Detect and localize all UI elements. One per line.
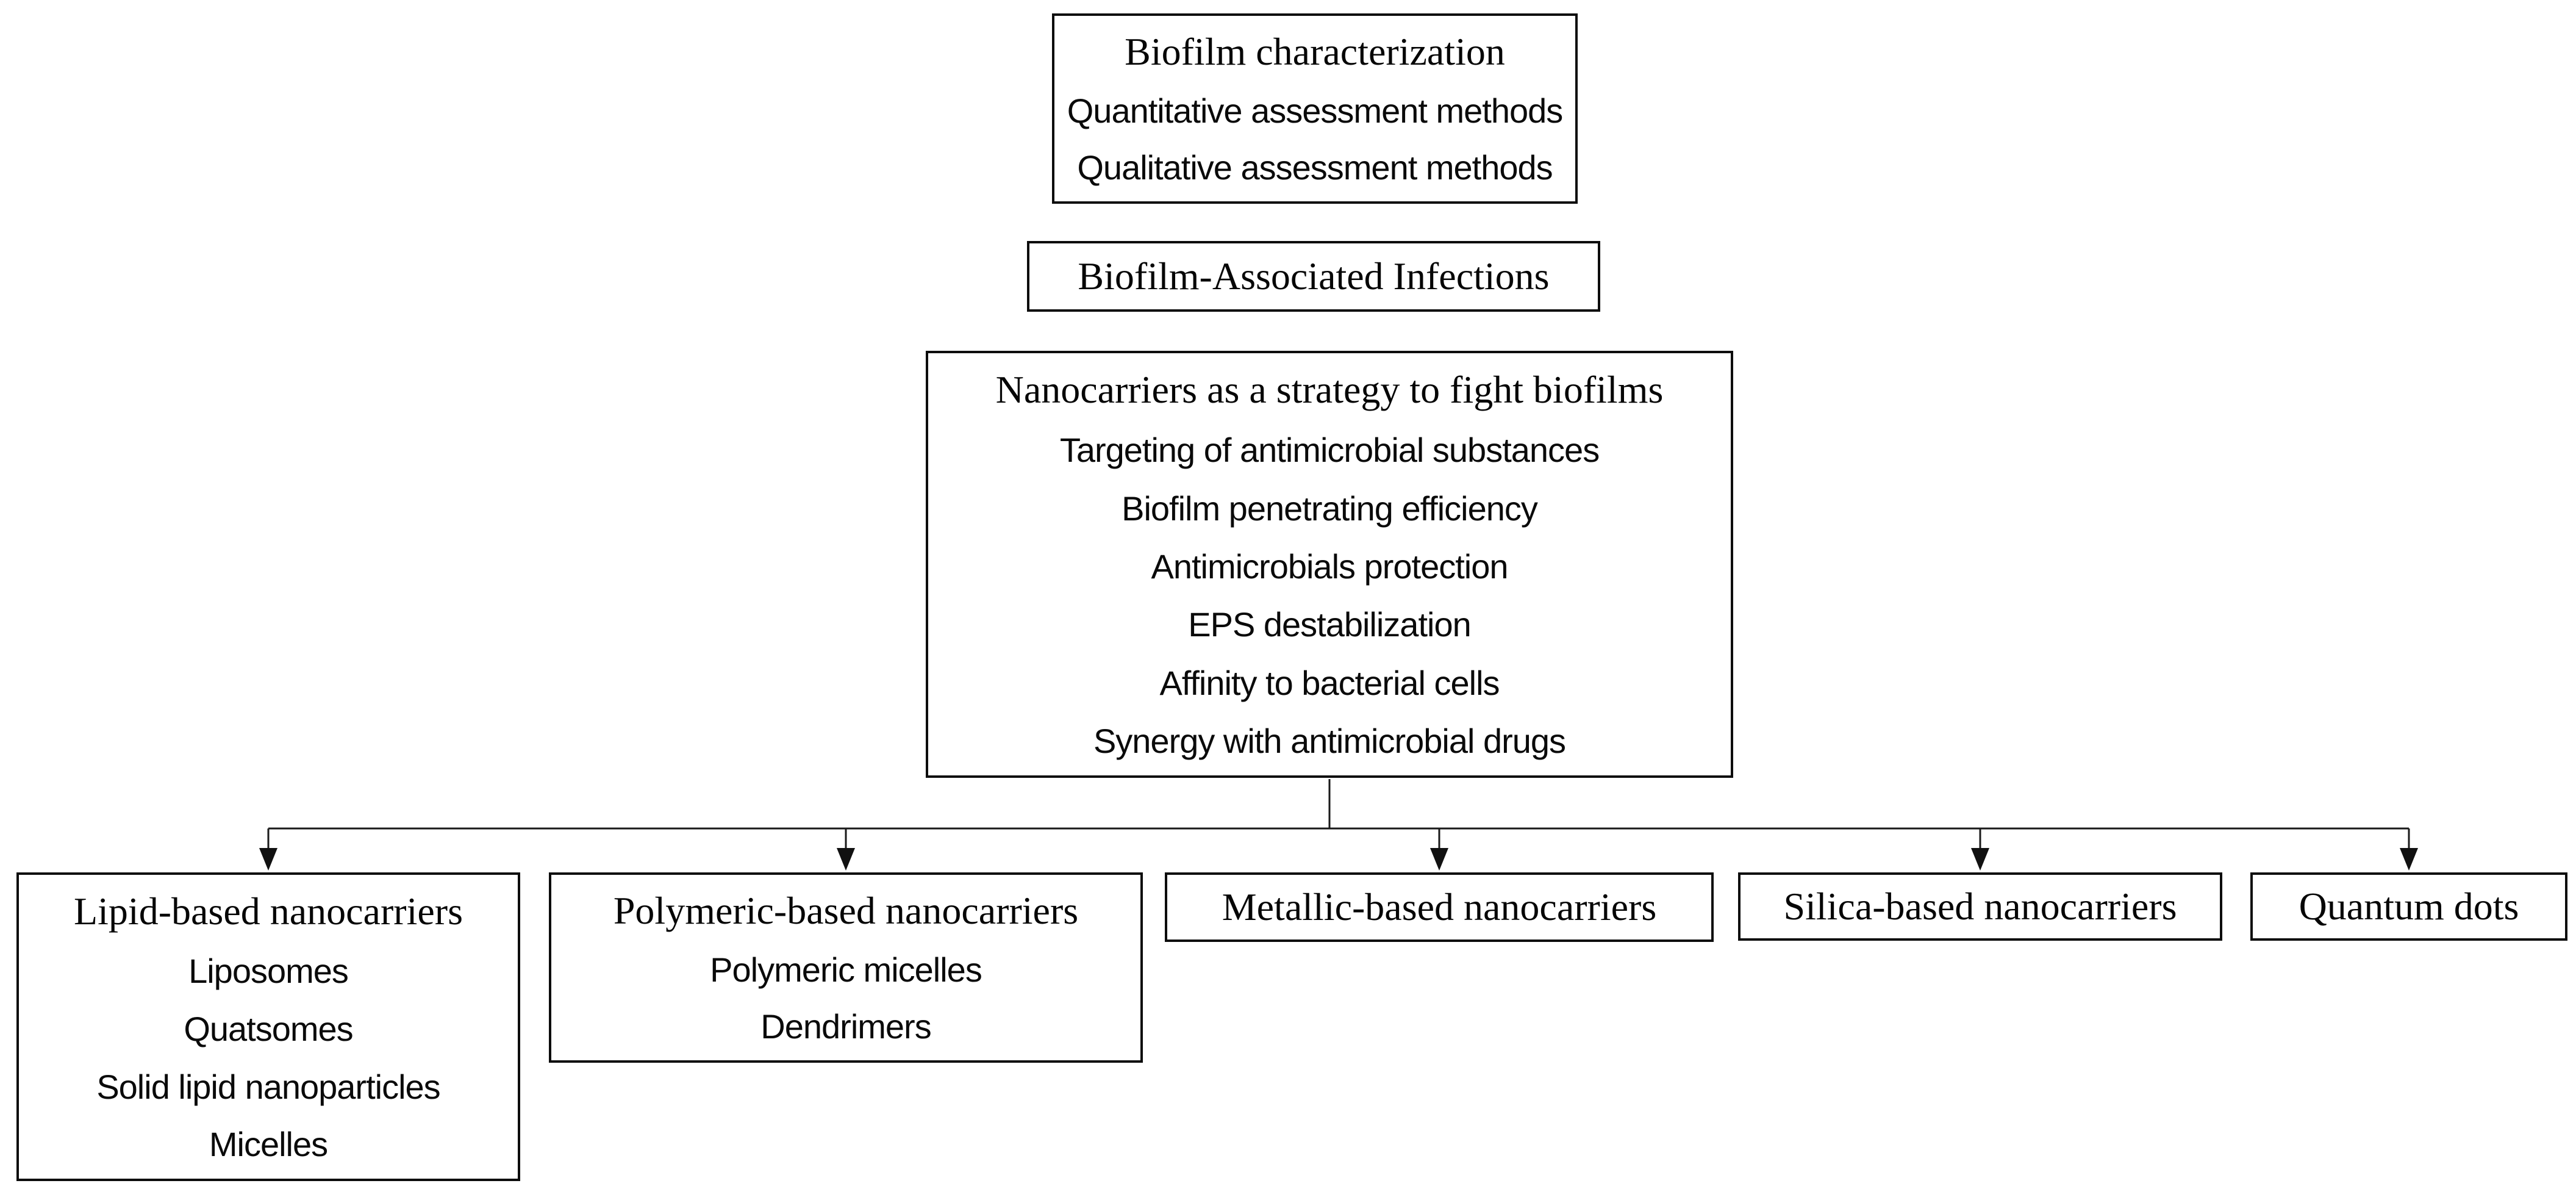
box-biofilm-characterization: Biofilm characterization Quantitative as… [1052,13,1578,204]
box-metallic-based-nanocarriers: Metallic-based nanocarriers [1165,872,1714,942]
box-item: EPS destabilization [1188,605,1472,644]
down-arrowhead-icon [1430,848,1448,871]
box-item: Polymeric micelles [710,950,982,990]
box-quantum-dots: Quantum dots [2250,872,2567,941]
box-title: Polymeric-based nanocarriers [613,889,1079,933]
down-arrowhead-icon [2400,848,2418,871]
box-title: Biofilm-Associated Infections [1078,254,1550,298]
box-item: Micelles [209,1125,328,1164]
box-item: Solid lipid nanoparticles [96,1067,440,1106]
box-title: Biofilm characterization [1125,30,1505,74]
box-item: Synergy with antimicrobial drugs [1093,722,1566,761]
box-title: Nanocarriers as a strategy to fight biof… [995,368,1664,412]
box-title: Silica-based nanocarriers [1783,885,2177,929]
down-arrow [1430,828,1448,871]
down-arrow [2400,828,2418,871]
box-biofilm-associated-infections: Biofilm-Associated Infections [1027,241,1600,312]
down-arrow [837,828,855,871]
down-arrowhead-icon [259,848,277,871]
box-item: Antimicrobials protection [1151,547,1508,586]
box-title: Metallic-based nanocarriers [1222,885,1657,929]
down-arrowhead-icon [1971,848,1989,871]
box-item: Liposomes [188,952,349,991]
box-item: Quatsomes [184,1010,353,1049]
box-item: Targeting of antimicrobial substances [1059,431,1600,470]
down-arrow [259,828,277,871]
down-arrowhead-icon [837,848,855,871]
box-nanocarriers-strategy: Nanocarriers as a strategy to fight biof… [926,351,1733,778]
box-title: Quantum dots [2299,885,2519,929]
box-item: Biofilm penetrating efficiency [1122,489,1538,528]
box-polymeric-based-nanocarriers: Polymeric-based nanocarriers Polymeric m… [549,872,1143,1063]
box-lipid-based-nanocarriers: Lipid-based nanocarriers Liposomes Quats… [16,872,520,1181]
box-item: Affinity to bacterial cells [1159,663,1500,702]
box-item: Qualitative assessment methods [1077,148,1553,187]
box-silica-based-nanocarriers: Silica-based nanocarriers [1738,872,2222,941]
box-item: Dendrimers [760,1007,931,1046]
box-item: Quantitative assessment methods [1067,92,1564,131]
down-arrow [1971,828,1989,871]
box-title: Lipid-based nanocarriers [74,889,463,933]
